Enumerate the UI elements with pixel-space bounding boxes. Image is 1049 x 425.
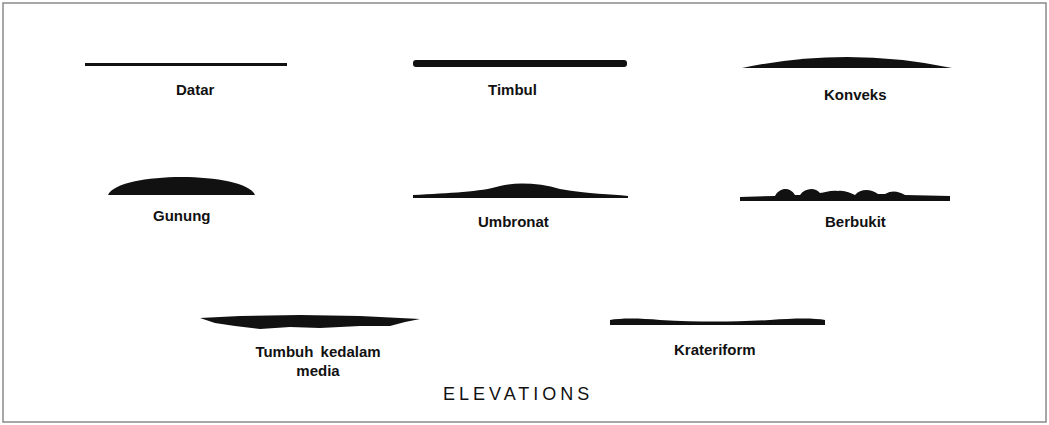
raised-colony [413,60,627,67]
elevation-label: Timbul [485,80,540,99]
elevation-label: Gunung [150,206,213,225]
elevation-label: Datar [173,80,217,99]
elevation-label: Konveks [821,85,890,104]
embedded-colony [200,315,420,329]
elevation-label: Tumbuh kedalam media [240,342,396,380]
elevation-label: Berbukit [822,212,889,231]
convex-colony [742,57,952,68]
elevation-label: Umbronat [475,212,552,231]
hilly-colony [740,189,950,201]
umbonate-colony [413,184,628,198]
elevation-label: Krateriform [671,340,759,359]
frame [3,3,1046,422]
crateriform-colony [610,319,825,326]
flat-colony [85,63,287,66]
pulvinate-colony [108,177,255,195]
figure-caption: ELEVATIONS [443,384,593,405]
